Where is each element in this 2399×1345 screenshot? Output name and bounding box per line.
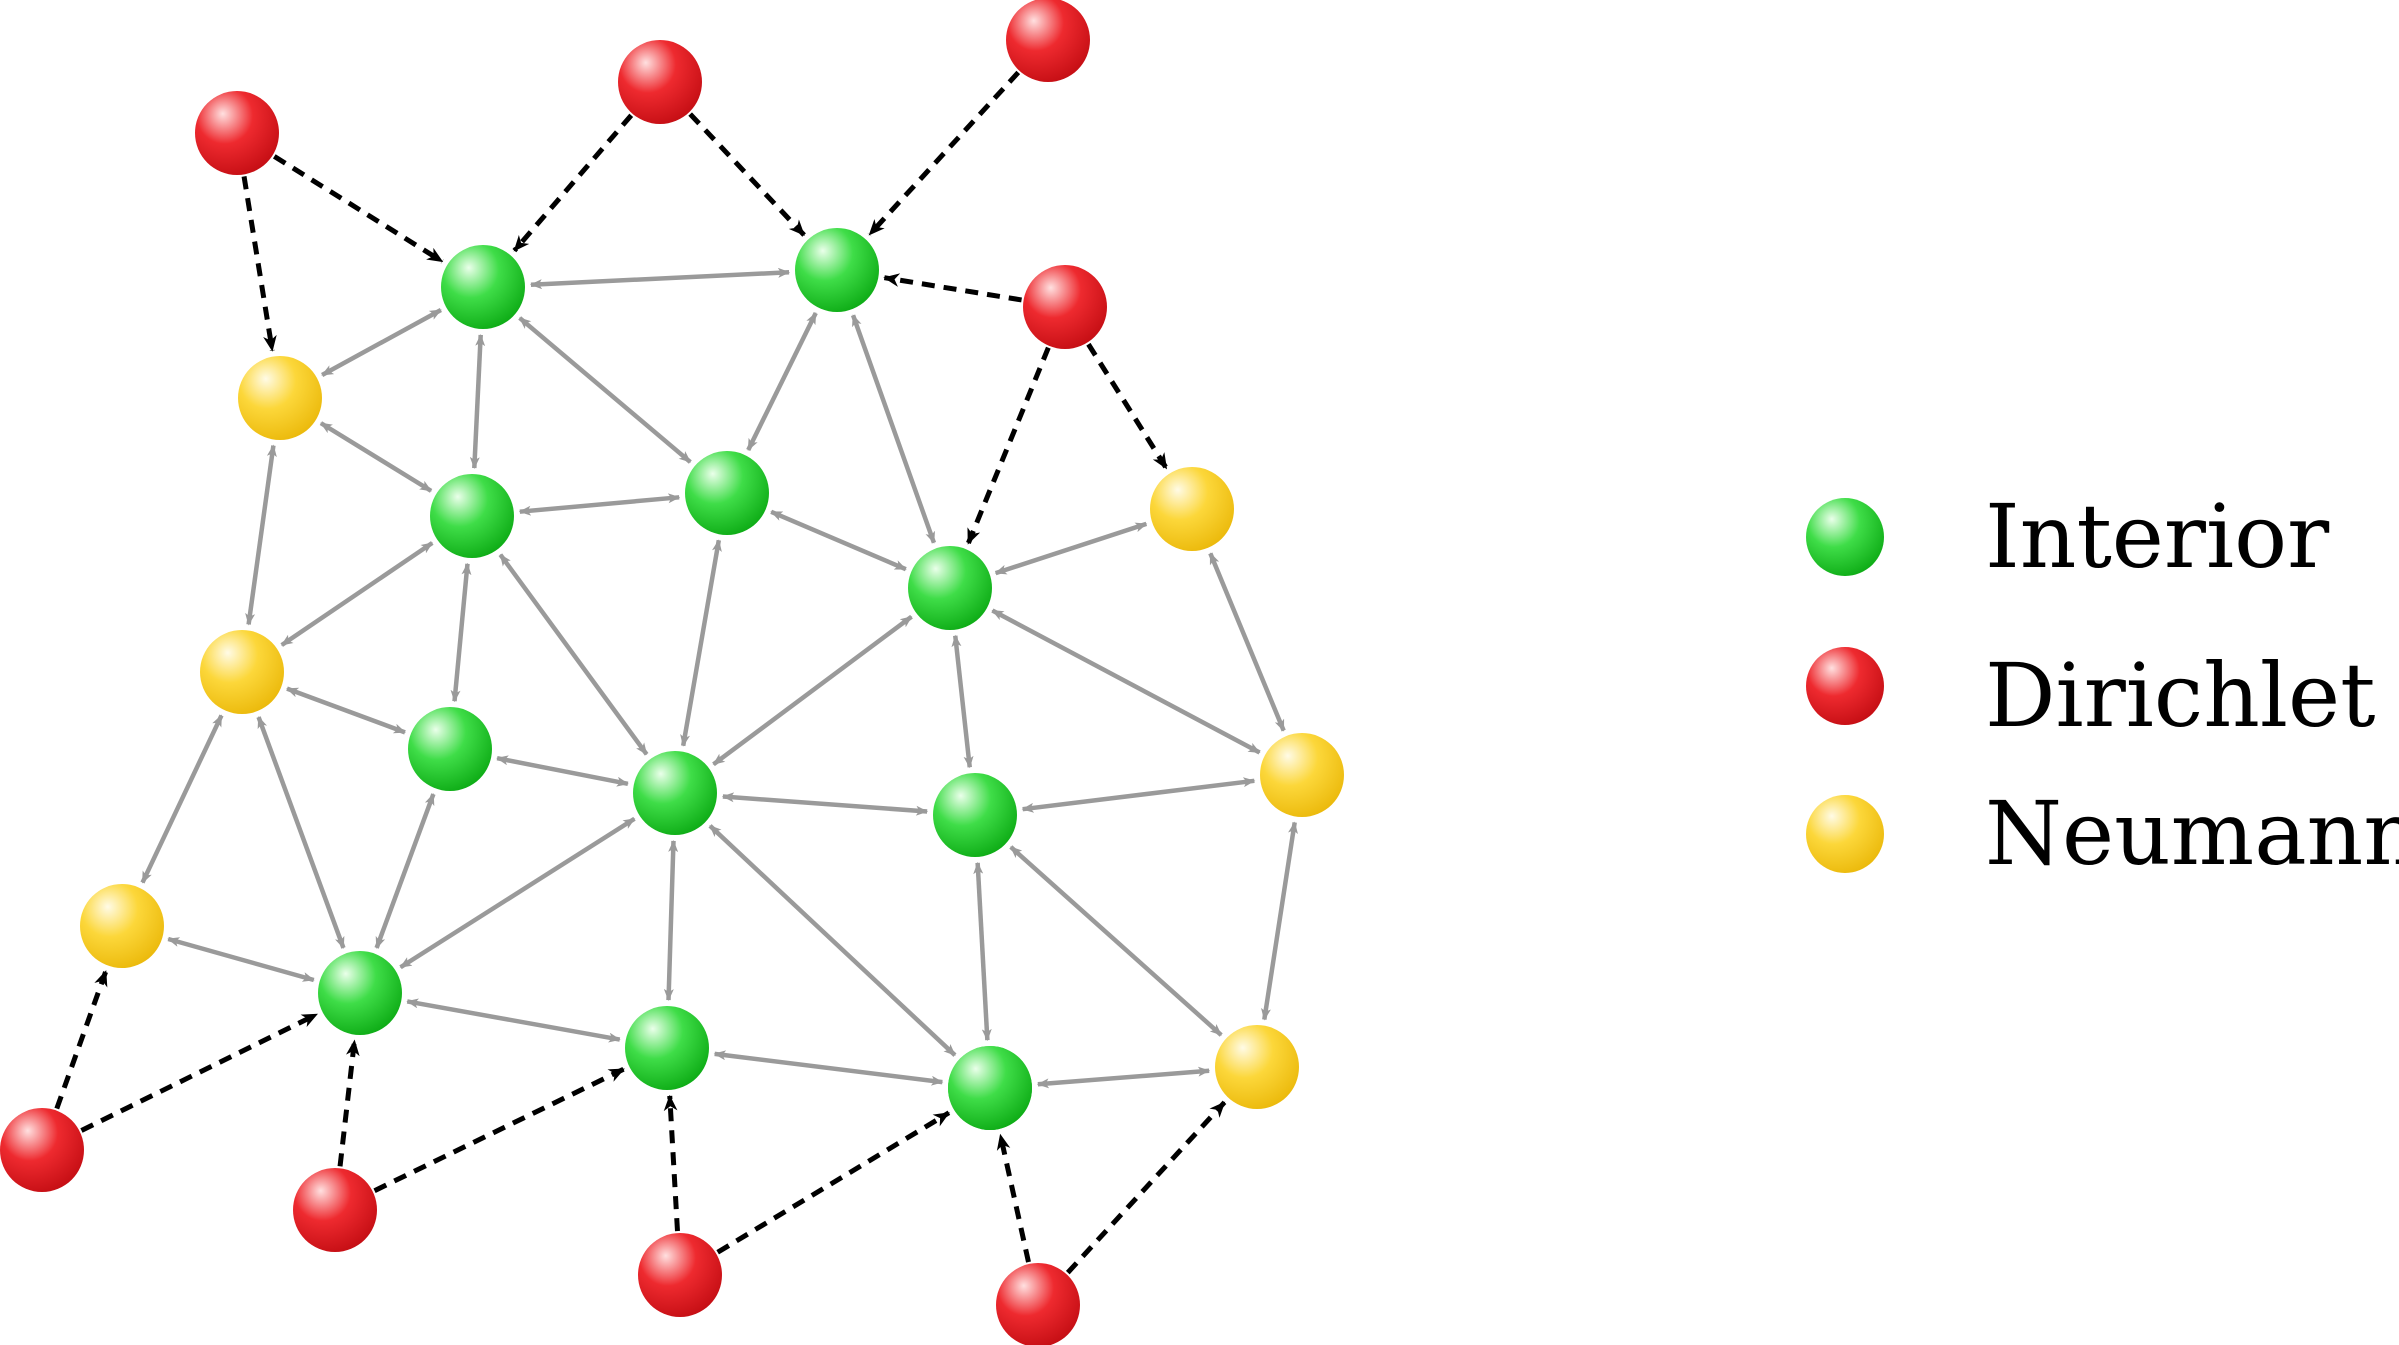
edge-Y5-G9 — [167, 936, 315, 983]
edge-G8-Y6 — [1009, 845, 1223, 1037]
edge-G1-Y1 — [321, 308, 442, 377]
edge-G7-G9 — [399, 816, 636, 970]
dirichlet-edge-R2-G1 — [512, 113, 634, 253]
dirichlet-edge-R1-G1 — [272, 154, 444, 264]
dirichlet-node-R1 — [195, 91, 279, 175]
dirichlet-edge-R4-G2 — [883, 273, 1022, 303]
dirichlet-edge-R5-Y5 — [54, 970, 109, 1110]
interior-node-G5 — [908, 546, 992, 630]
interior-node-G2 — [795, 228, 879, 312]
edge-G5-Y4 — [991, 608, 1261, 755]
neumann-swatch-icon — [1806, 795, 1884, 873]
legend-label-dirichlet: Dirichlet — [1985, 644, 2375, 747]
legend-label-interior: Interior — [1985, 485, 2330, 588]
interior-swatch-icon — [1806, 498, 1884, 576]
edge-G7-G10 — [663, 839, 679, 1002]
edge-G2-G4 — [746, 312, 818, 451]
undirected-edges — [140, 267, 1298, 1089]
directed-edges — [54, 70, 1227, 1275]
dirichlet-node-R3 — [1006, 0, 1090, 82]
edge-G8-Y4 — [1021, 777, 1256, 813]
interior-node-G3 — [430, 474, 514, 558]
legend-label-neumann: Neumann — [1985, 782, 2399, 885]
dirichlet-edge-R7-G11 — [716, 1110, 951, 1255]
neumann-node-Y2 — [200, 630, 284, 714]
edge-G3-Y2 — [280, 541, 434, 647]
edge-G6-G7 — [496, 755, 629, 787]
interior-node-G8 — [933, 773, 1017, 857]
edge-G1-G4 — [518, 316, 692, 464]
interior-node-G7 — [633, 751, 717, 835]
interior-node-G9 — [318, 951, 402, 1035]
edge-G9-G10 — [406, 998, 621, 1043]
dirichlet-edge-R6-G9 — [337, 1039, 360, 1167]
edge-G7-G11 — [708, 824, 957, 1057]
dirichlet-edge-R5-G9 — [80, 1012, 319, 1133]
edge-Y3-Y4 — [1208, 552, 1286, 732]
interior-node-G12 — [948, 1046, 1032, 1130]
dirichlet-node-R2 — [618, 40, 702, 124]
dirichlet-swatch-icon — [1806, 647, 1884, 725]
edge-Y2-Y5 — [140, 714, 224, 884]
dirichlet-node-R6 — [293, 1168, 377, 1252]
dirichlet-edge-R6-G10 — [373, 1066, 625, 1193]
dirichlet-edge-R8-Y6 — [1065, 1100, 1227, 1275]
neumann-node-Y1 — [238, 356, 322, 440]
dirichlet-edge-R7-G10 — [663, 1094, 680, 1232]
edge-Y4-Y6 — [1261, 821, 1298, 1021]
dirichlet-edge-R4-G5 — [965, 346, 1051, 545]
neumann-node-Y6 — [1215, 1025, 1299, 1109]
edge-G7-G8 — [721, 792, 929, 816]
edge-G4-G5 — [770, 509, 907, 572]
edge-G5-G8 — [951, 634, 974, 769]
edge-G11-Y6 — [1036, 1066, 1211, 1089]
edge-Y1-G3 — [319, 421, 433, 493]
legend: Interior Dirichlet Neumann — [1806, 485, 2399, 885]
edge-G3-G4 — [518, 493, 681, 516]
dirichlet-edge-R2-G2 — [688, 112, 806, 237]
edge-Y1-Y2 — [245, 444, 277, 626]
dirichlet-edge-R4-Y3 — [1086, 342, 1169, 470]
interior-node-G4 — [685, 451, 769, 535]
edge-G8-G11 — [973, 861, 992, 1042]
dirichlet-node-R8 — [996, 1263, 1080, 1345]
edge-G2-G5 — [850, 314, 937, 544]
edge-G10-G11 — [713, 1050, 944, 1086]
edge-G3-G7 — [498, 553, 649, 756]
neumann-node-Y5 — [80, 884, 164, 968]
neumann-node-Y4 — [1260, 733, 1344, 817]
dirichlet-node-R4 — [1023, 265, 1107, 349]
legend-item-dirichlet: Dirichlet — [1806, 644, 2375, 747]
edge-G1-G3 — [469, 333, 486, 470]
edge-G3-G6 — [450, 562, 472, 703]
legend-item-neumann: Neumann — [1806, 782, 2399, 885]
dirichlet-edge-R3-G2 — [867, 70, 1021, 237]
neumann-node-Y3 — [1150, 467, 1234, 551]
graph-nodes — [0, 0, 1344, 1345]
edge-G5-G7 — [712, 614, 913, 767]
dirichlet-node-R5 — [0, 1108, 84, 1192]
edge-Y2-G6 — [286, 686, 406, 735]
edge-G6-G9 — [374, 793, 436, 949]
edge-G5-Y3 — [994, 521, 1148, 576]
dirichlet-edge-R1-Y1 — [241, 176, 277, 352]
interior-node-G1 — [441, 245, 525, 329]
interior-node-G10 — [625, 1006, 709, 1090]
dirichlet-edge-R8-G11 — [996, 1133, 1031, 1263]
dirichlet-node-R7 — [638, 1233, 722, 1317]
edge-Y2-G9 — [256, 716, 346, 949]
edge-G4-G7 — [680, 539, 722, 747]
edge-G1-G2 — [529, 267, 791, 290]
legend-item-interior: Interior — [1806, 485, 2330, 588]
interior-node-G6 — [408, 707, 492, 791]
